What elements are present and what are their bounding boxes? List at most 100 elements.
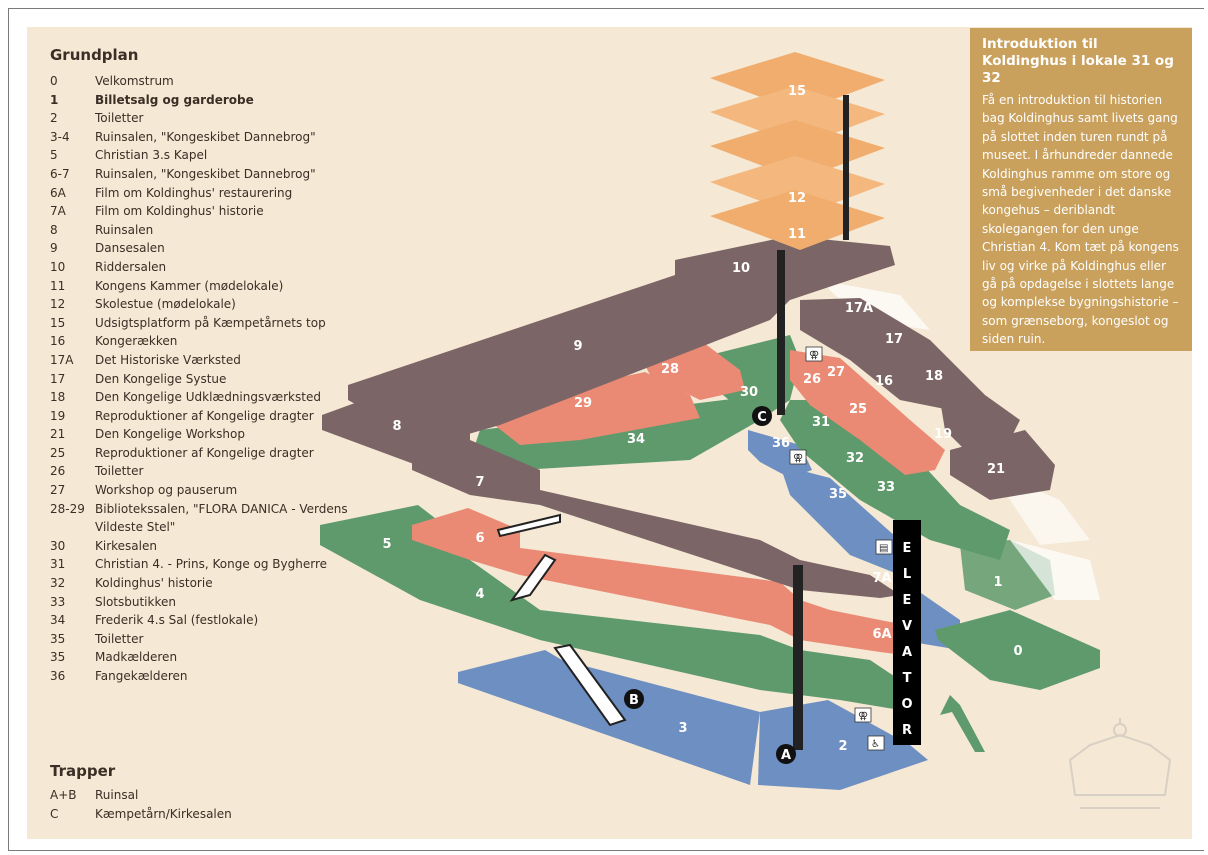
legend-row-number: 16 <box>50 334 66 349</box>
legend-row-text: Christian 3.s Kapel <box>95 148 208 163</box>
legend-row: 16 Kongerækken <box>50 332 370 351</box>
legend-row-number: 27 <box>50 483 66 498</box>
legend-row-number: 21 <box>50 427 66 442</box>
legend-row-text: Velkomstrum <box>95 74 174 88</box>
room-label-25: 25 <box>849 402 867 417</box>
legend-row-text: Kongerækken <box>95 334 178 349</box>
legend-row-text: Skolestue (mødelokale) <box>95 297 236 312</box>
entrance-arrow-icon[interactable] <box>940 695 985 752</box>
legend-row-number: 15 <box>50 315 66 330</box>
svg-text:▤: ▤ <box>879 543 888 554</box>
stairs-row-text: Kæmpetårn/Kirkesalen <box>95 806 232 821</box>
room-15 <box>710 52 885 112</box>
legend-row: 36 Fangekælderen <box>50 667 370 686</box>
legend-row-number: 2 <box>50 111 58 126</box>
room-label-32: 32 <box>846 451 864 466</box>
elevator-letter: L <box>903 567 911 582</box>
room-label-6: 6 <box>475 531 484 546</box>
legend-row-text: Ruinsalen <box>95 222 154 237</box>
stair-marker-c[interactable]: C <box>752 406 772 426</box>
legend-row-text: Frederik 4.s Sal (festlokale) <box>95 613 259 628</box>
room-label-16: 16 <box>875 374 893 389</box>
stair-marker-a[interactable]: A <box>776 744 796 764</box>
room-label-35: 35 <box>829 487 847 502</box>
legend-row: 34 Frederik 4.s Sal (festlokale) <box>50 611 370 630</box>
room-label-17a: 17A <box>845 301 873 316</box>
room-label-15: 15 <box>788 84 806 99</box>
tower-stair-column <box>843 95 849 240</box>
straight-stair-b <box>553 643 627 727</box>
room-label-11: 11 <box>788 227 806 242</box>
stair-marker-b[interactable]: B <box>624 689 644 709</box>
room-label-8: 8 <box>392 419 401 434</box>
room-label-33: 33 <box>877 480 895 495</box>
legend-row: 26 Toiletter <box>50 462 370 481</box>
elevator-letter: A <box>902 645 912 660</box>
legend-row-number: 36 <box>50 669 66 683</box>
elevator-letter: E <box>903 593 912 608</box>
legend-row-text: Toiletter <box>95 464 144 479</box>
wheelchair-icon: ♿ <box>867 735 885 751</box>
room-label-12: 12 <box>788 191 806 206</box>
legend-row-number: 26 <box>50 464 66 479</box>
legend-row-number: 34 <box>50 613 66 628</box>
legend-row-number: 28-29 <box>50 501 85 516</box>
room-label-31: 31 <box>812 415 830 430</box>
legend-row-number: 7A <box>50 204 66 219</box>
legend-row-text: Reproduktioner af Kongelige dragter <box>95 408 314 423</box>
page-frame <box>8 8 1204 851</box>
svg-text:⚢: ⚢ <box>793 453 803 464</box>
legend-row-text: Ruinsalen, "Kongeskibet Dannebrog" <box>95 166 316 181</box>
legend-row-number: 0 <box>50 74 58 88</box>
legend-row-number: 11 <box>50 278 66 293</box>
legend-row-text: Film om Koldinghus' restaurering <box>95 185 293 200</box>
elevator-letter: T <box>903 671 912 686</box>
stairs-legend-title: Trapper <box>50 762 116 780</box>
room-4 <box>412 560 918 710</box>
legend-row-number: 19 <box>50 408 66 423</box>
elevator-shaft[interactable] <box>893 520 921 745</box>
room-21 <box>950 430 1055 500</box>
svg-text:B: B <box>629 693 639 708</box>
room-30 <box>705 335 800 420</box>
room-label-9: 9 <box>573 339 582 354</box>
legend-row-text: Kirkesalen <box>95 538 157 553</box>
stairs-row-number: C <box>50 806 59 821</box>
toilet-icon: ⚢ <box>805 346 823 362</box>
straight-stair-top <box>496 513 561 538</box>
legend-row-text: Ruinsalen, "Kongeskibet Dannebrog" <box>95 129 316 144</box>
intro-body: Få en introduktion til historien bag Kol… <box>982 93 1179 347</box>
spiral-stair-c <box>777 250 785 415</box>
room-label-1: 1 <box>993 575 1002 590</box>
legend-row-text: Den Kongelige Systue <box>95 371 227 386</box>
legend-row-number: 25 <box>50 445 66 460</box>
elevator-letter: R <box>902 723 912 738</box>
room-label-5: 5 <box>382 537 391 552</box>
room-12 <box>710 156 885 216</box>
room-label-36: 36 <box>772 436 790 451</box>
legend-row-text: Kongens Kammer (mødelokale) <box>95 278 284 293</box>
elevator-letter: V <box>902 619 912 634</box>
legend-row-number: 9 <box>50 241 58 256</box>
room-label-3: 3 <box>678 721 687 736</box>
elevator-icon: ▤ <box>875 539 893 555</box>
legend-row-text: Fangekælderen <box>95 669 188 683</box>
legend-row-text: Udsigtsplatform på Kæmpetårnets top <box>95 315 326 330</box>
room-16-17-18 <box>800 298 985 410</box>
room-label-17: 17 <box>885 332 903 347</box>
legend-row: 19 Reproduktioner af Kongelige dragter <box>50 407 370 426</box>
